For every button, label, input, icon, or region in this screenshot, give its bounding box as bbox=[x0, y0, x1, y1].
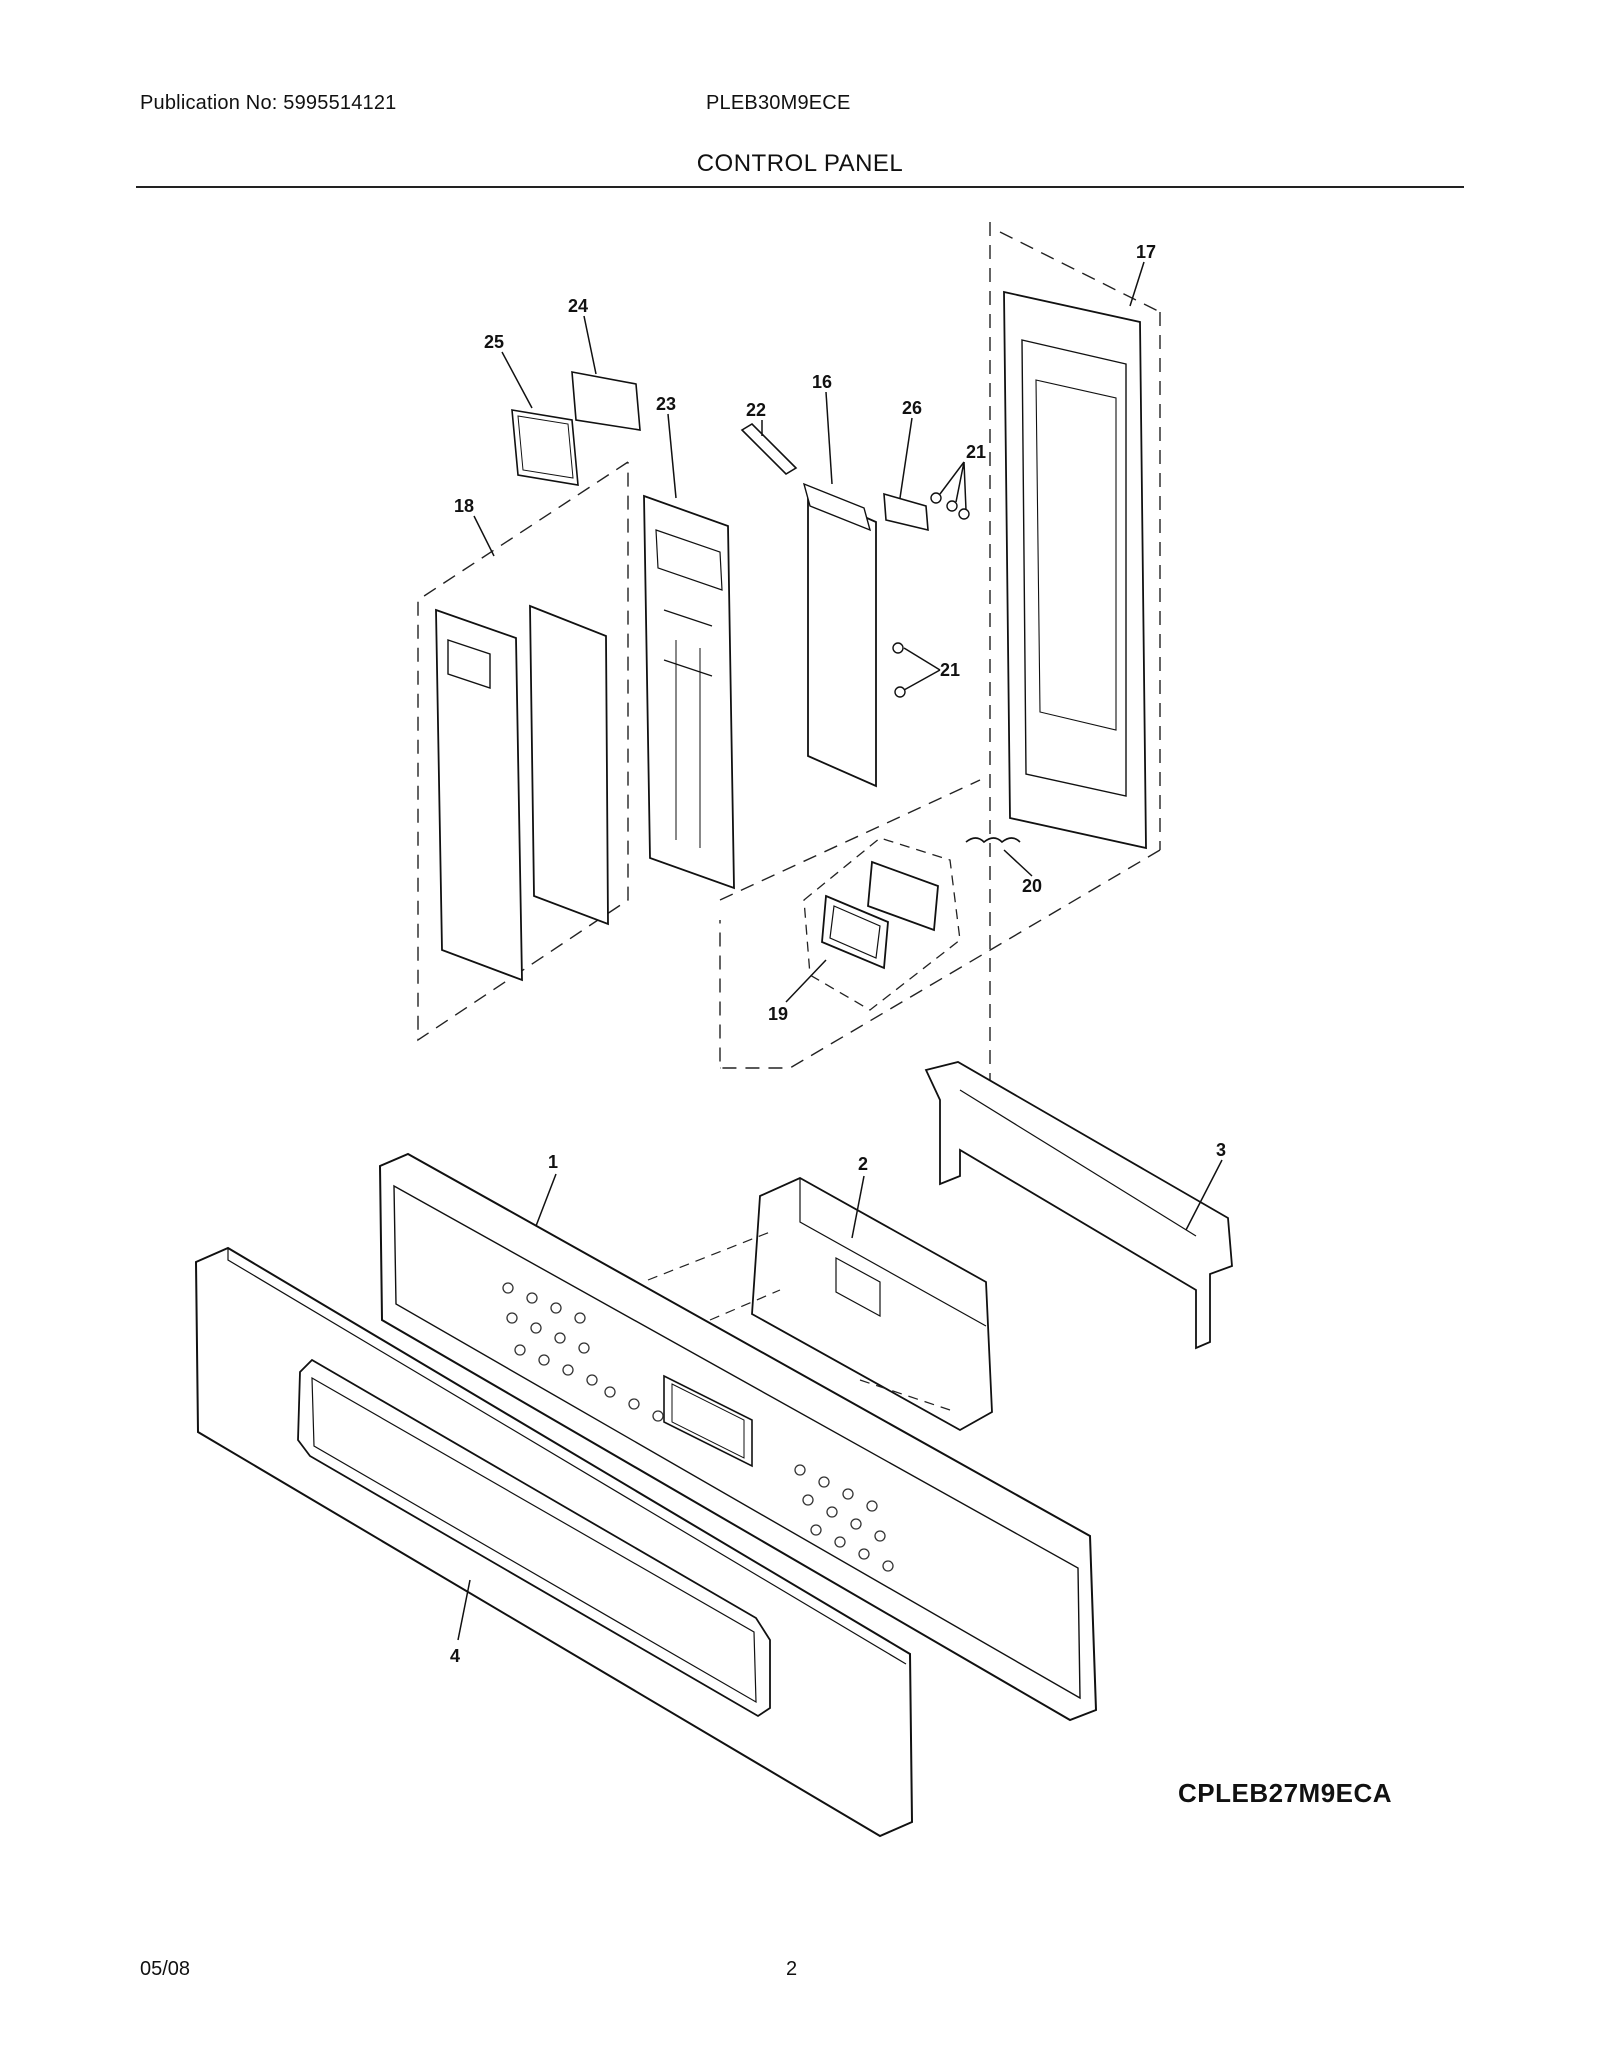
page-number: 2 bbox=[786, 1958, 798, 1980]
part-18-overlay bbox=[435, 604, 609, 982]
callout-20: 20 bbox=[1022, 876, 1042, 896]
drawing-code: CPLEB27M9ECA bbox=[1178, 1778, 1393, 1808]
group-boundary-left bbox=[417, 461, 629, 1042]
part-19-knob bbox=[821, 860, 939, 970]
callout-17: 17 bbox=[1136, 242, 1156, 262]
part-20-spring bbox=[965, 837, 1021, 844]
assembly-lines bbox=[647, 1231, 951, 1411]
callout-3: 3 bbox=[1216, 1140, 1226, 1160]
part-1-panel bbox=[378, 1152, 1098, 1722]
callout-labels: 1 2 3 4 16 17 18 19 20 21 21 22 23 24 25… bbox=[450, 242, 1226, 1666]
footer-date: 05/08 bbox=[140, 1958, 191, 1980]
callout-24: 24 bbox=[568, 296, 588, 316]
callout-25: 25 bbox=[484, 332, 504, 352]
leader-lines bbox=[457, 261, 1223, 1641]
callout-21-lower: 21 bbox=[940, 660, 960, 680]
callout-4: 4 bbox=[450, 1646, 460, 1666]
callout-16: 16 bbox=[812, 372, 832, 392]
callout-21-upper: 21 bbox=[966, 442, 986, 462]
callout-26: 26 bbox=[902, 398, 922, 418]
callout-22: 22 bbox=[746, 400, 766, 420]
callout-19: 19 bbox=[768, 1004, 788, 1024]
callout-23: 23 bbox=[656, 394, 676, 414]
part-22-strip bbox=[740, 422, 798, 476]
callout-2: 2 bbox=[858, 1154, 868, 1174]
part-17-frame bbox=[1003, 290, 1147, 850]
part-25-plate bbox=[511, 409, 579, 486]
model-number: PLEB30M9ECE bbox=[706, 92, 851, 114]
publication-number: Publication No: 5995514121 bbox=[140, 92, 397, 114]
panel-buttons bbox=[502, 1282, 894, 1572]
part-21-screws bbox=[892, 492, 970, 698]
callout-18: 18 bbox=[454, 496, 474, 516]
header-rule bbox=[136, 186, 1464, 188]
part-3-bracket bbox=[924, 1061, 1233, 1350]
part-24-plate bbox=[571, 371, 641, 431]
callout-1: 1 bbox=[548, 1152, 558, 1172]
part-23-bracket bbox=[643, 494, 735, 890]
part-16-board bbox=[802, 482, 877, 788]
group-boundary-right bbox=[719, 222, 1161, 1145]
part-4-trim bbox=[194, 1246, 914, 1838]
part-26-bracket bbox=[883, 492, 929, 532]
section-title: CONTROL PANEL bbox=[696, 150, 904, 177]
part-2-module bbox=[751, 1176, 993, 1432]
